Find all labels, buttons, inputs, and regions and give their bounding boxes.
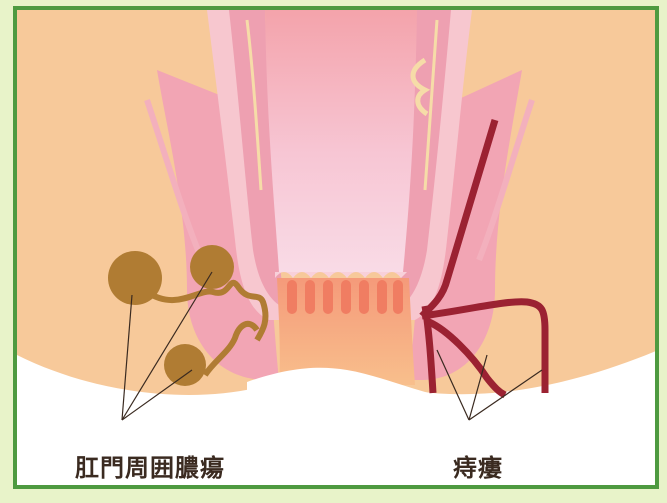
abscess-bulb-lower bbox=[164, 344, 206, 386]
diagram-frame: 肛門周囲膿瘍 痔瘻 bbox=[13, 6, 659, 489]
rectum-canal bbox=[265, 10, 417, 272]
anal-anatomy-illustration bbox=[17, 10, 659, 489]
abscess-bulb-large bbox=[108, 251, 162, 305]
abscess-label: 肛門周囲膿瘍 bbox=[75, 448, 225, 483]
fistula-label: 痔瘻 bbox=[453, 448, 503, 483]
abscess-bulb-upper bbox=[190, 245, 234, 289]
